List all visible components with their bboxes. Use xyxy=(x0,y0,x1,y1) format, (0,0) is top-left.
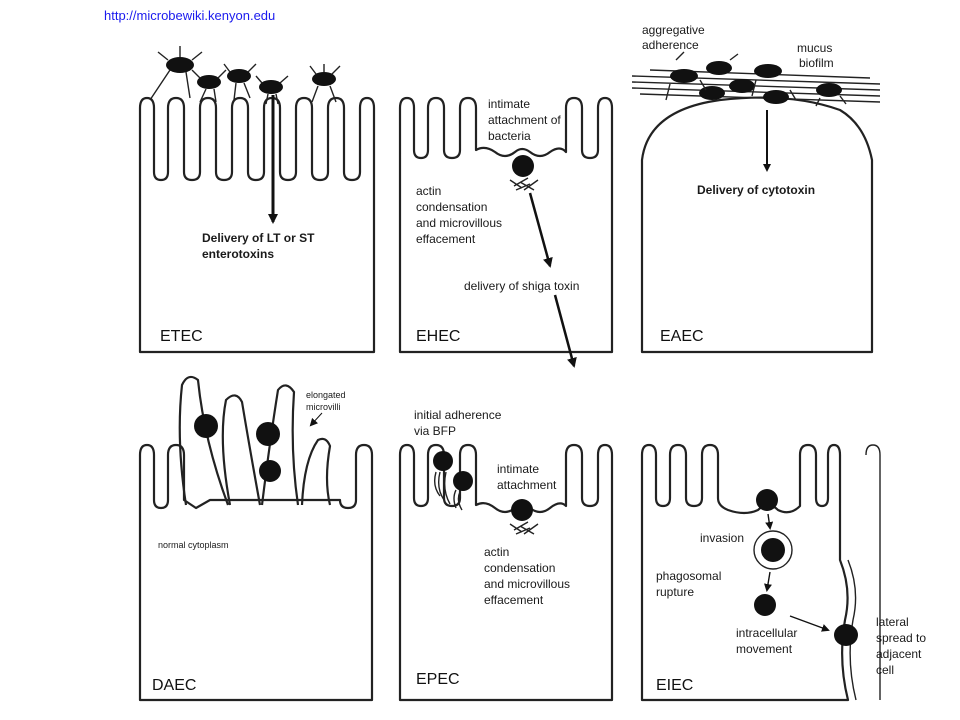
ehec-cell-outline xyxy=(398,96,614,354)
daec-microvilli-label: elongated microvilli xyxy=(306,390,348,412)
epec-title: EPEC xyxy=(416,671,460,688)
eiec-invasion-arrow xyxy=(765,513,774,530)
ehec-actin-fibers xyxy=(509,177,539,191)
panel-daec: elongated microvilli normal cytoplasm DA… xyxy=(138,375,374,702)
daec-elongated-microvilli xyxy=(178,375,332,506)
eaec-biofilm-label: mucus biofilm xyxy=(797,41,836,70)
panel-eiec: invasion phagosomal rupture intracellula… xyxy=(640,443,929,702)
daec-bacterium-1 xyxy=(194,414,218,438)
epec-attachment-label: intimate attachment xyxy=(497,462,557,492)
etec-bacteria xyxy=(149,46,341,105)
ehec-title: EHEC xyxy=(416,328,460,345)
daec-bacterium-2 xyxy=(256,422,280,446)
panel-etec: Delivery of LT or ST enterotoxins ETEC xyxy=(138,46,376,354)
epec-adherence-label: initial adherence via BFP xyxy=(414,408,505,438)
daec-title: DAEC xyxy=(152,677,196,694)
eiec-bacterium-phagosome xyxy=(761,538,785,562)
daec-cytoplasm-label: normal cytoplasm xyxy=(158,540,229,550)
epec-actin-fibers xyxy=(509,521,539,535)
etec-title: ETEC xyxy=(160,328,203,345)
ehec-actin-label: actin condensation and microvillous effa… xyxy=(416,184,505,246)
daec-cell-outline xyxy=(138,443,374,702)
eiec-rupture-label: phagosomal rupture xyxy=(656,569,725,599)
eiec-bacterium-spreading xyxy=(834,624,858,646)
epec-bacterium-1 xyxy=(433,451,453,471)
etec-cell-outline xyxy=(138,96,376,354)
daec-bacterium-3 xyxy=(259,460,281,482)
eiec-bacterium-surface xyxy=(756,489,778,511)
eiec-cell-outline xyxy=(640,443,850,702)
epec-cell-outline xyxy=(398,443,614,702)
eaec-bacteria xyxy=(665,51,847,107)
ehec-bacterium xyxy=(512,155,534,177)
eaec-cell-outline xyxy=(640,96,874,354)
ehec-toxin-arrow xyxy=(528,192,553,268)
eiec-movement-label: intracellular movement xyxy=(736,626,801,656)
eiec-adjacent-cell xyxy=(847,444,881,701)
eiec-invasion-label: invasion xyxy=(700,531,744,545)
eiec-spread-label: lateral spread to adjacent cell xyxy=(876,615,929,677)
eiec-phagosome xyxy=(753,530,793,570)
eaec-adherence-label: aggregative adherence xyxy=(642,23,708,52)
eiec-title: EIEC xyxy=(656,677,693,694)
epec-actin-label: actin condensation and microvillous effa… xyxy=(484,545,573,607)
eaec-title: EAEC xyxy=(660,328,704,345)
epec-bacterium-3 xyxy=(511,499,533,521)
panel-ehec: intimate attachment of bacteria actin co… xyxy=(398,96,614,368)
source-url[interactable]: http://microbewiki.kenyon.edu xyxy=(104,8,276,23)
etec-toxin-label: Delivery of LT or ST enterotoxins xyxy=(202,231,318,261)
daec-microvilli-arrow xyxy=(309,412,323,427)
ehec-toxin-label: delivery of shiga toxin xyxy=(464,279,579,293)
epec-bfp-pili xyxy=(433,471,463,511)
panel-epec: initial adherence via BFP intimate attac… xyxy=(398,408,614,702)
panel-eaec: aggregative adherence mucus biofilm Deli… xyxy=(631,23,881,354)
eiec-rupture-arrow xyxy=(764,571,772,592)
epec-bacterium-2 xyxy=(453,471,473,491)
ehec-toxin-arrow-2 xyxy=(553,294,577,368)
eaec-toxin-label: Delivery of cytotoxin xyxy=(697,183,815,197)
ehec-attachment-label: intimate attachment of bacteria xyxy=(488,97,564,143)
eiec-spread-arrow xyxy=(789,615,830,632)
eiec-bacterium-free xyxy=(754,594,776,616)
